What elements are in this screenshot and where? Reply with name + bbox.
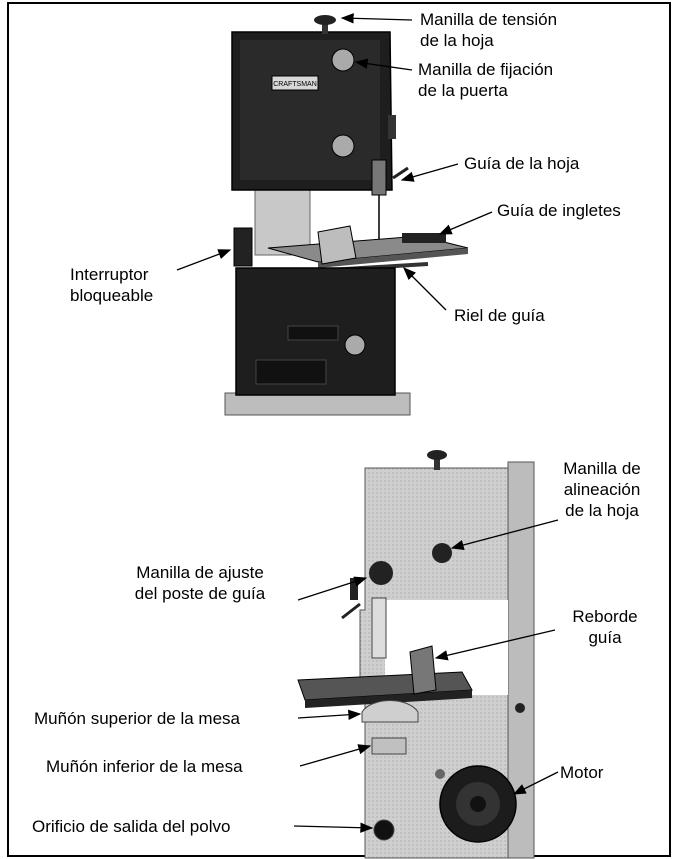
lower-door-knob — [344, 334, 366, 356]
label-guide-rail: Riel de guía — [454, 306, 545, 325]
arrow-dust-port — [293, 822, 374, 833]
label-plate — [287, 325, 339, 341]
arrow-fence — [434, 629, 556, 661]
rear-table-edge — [305, 690, 472, 708]
arrow-miter — [438, 211, 493, 235]
arrow-lower-trunnion — [299, 744, 372, 767]
leader-lines — [176, 13, 559, 833]
label-tension-knob: Manilla de tensión de la hoja — [420, 10, 558, 50]
arrow-blade-guide — [400, 163, 459, 182]
dust-port — [373, 819, 395, 841]
fence — [317, 225, 357, 265]
arrow-rail — [403, 267, 447, 311]
label-lower-trunnion: Muñón inferior de la mesa — [46, 757, 243, 776]
motor-hub — [470, 796, 486, 812]
arrow-motor — [512, 771, 559, 795]
side-lever — [388, 115, 396, 139]
label-guide-post-knob: Manilla de ajuste del poste de guía — [134, 563, 266, 603]
label-blade-guide: Guía de la hoja — [464, 154, 580, 173]
lockable-switch — [233, 227, 253, 267]
label-fence: Reborde guía — [572, 607, 638, 647]
rear-tension-stem — [434, 458, 440, 470]
upper-door — [240, 40, 380, 180]
saw-base — [224, 392, 411, 416]
arrow-guide-post — [297, 576, 368, 601]
rear-fence — [409, 645, 437, 695]
label-door-lock-knob: Manilla de fijación de la puerta — [418, 60, 554, 100]
arrow-alignment — [450, 519, 559, 551]
rear-tension-knob — [427, 450, 447, 460]
rear-guide-handle — [341, 602, 361, 620]
side-knob — [350, 578, 358, 600]
label-dust-port: Orificio de salida del polvo — [32, 817, 231, 836]
door-lock-knob-lower — [331, 134, 355, 158]
rear-guide-assembly — [371, 597, 387, 659]
lower-door-window — [255, 359, 327, 385]
tension-knob — [314, 15, 336, 25]
upper-trunnion — [361, 699, 419, 723]
brand-plate-text: CRAFTSMAN — [273, 81, 317, 88]
miter-gauge — [402, 233, 446, 243]
switch-plug — [435, 769, 445, 779]
blade-guide-post — [371, 159, 387, 196]
tension-stem — [322, 22, 328, 34]
arrow-switch — [176, 249, 232, 271]
label-motor: Motor — [560, 763, 604, 782]
table-edge — [318, 248, 468, 268]
label-lockable-switch: Interruptor bloqueable — [70, 265, 154, 305]
saw-column — [254, 184, 311, 256]
guide-handle — [392, 166, 409, 180]
frame-bolt — [515, 703, 525, 713]
alignment-knob — [432, 543, 452, 563]
label-upper-trunnion: Muñón superior de la mesa — [34, 709, 241, 728]
door-lock-knob — [331, 48, 355, 72]
bottom-bandsaw — [297, 450, 535, 859]
arrow-door-lock — [354, 58, 413, 71]
label-miter-gauge: Guía de ingletes — [497, 201, 621, 220]
label-blade-alignment-knob: Manilla de alineación de la hoja — [563, 459, 641, 520]
guide-post-knob — [369, 561, 393, 585]
lower-trunnion — [371, 737, 407, 755]
brand-plate — [271, 75, 319, 91]
arrow-upper-trunnion — [297, 709, 362, 720]
arrow-tension — [340, 13, 413, 24]
